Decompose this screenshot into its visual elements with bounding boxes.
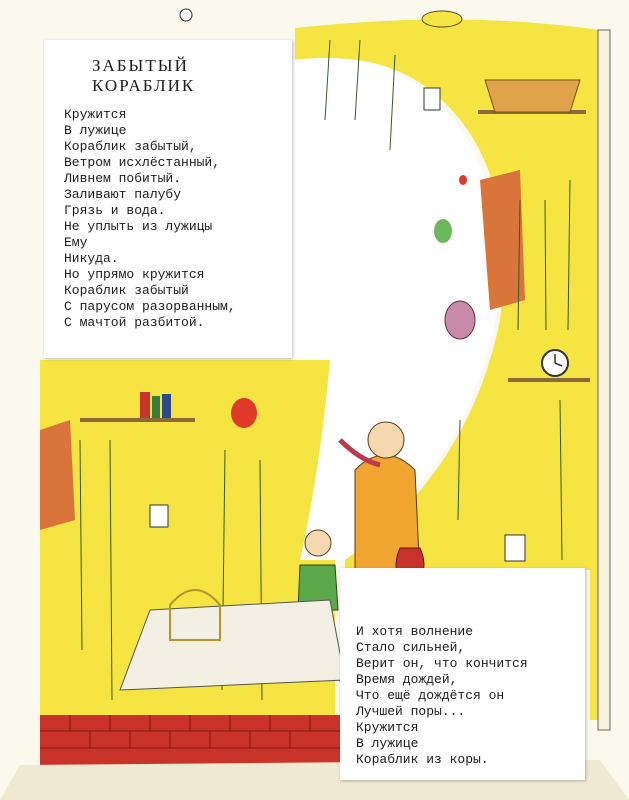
bowl-ornament xyxy=(421,10,463,28)
poem-line: В лужице xyxy=(64,123,127,138)
balloon-red xyxy=(231,398,257,428)
poem-line: Что ещё дождётся он xyxy=(356,688,505,703)
sky-window xyxy=(292,58,499,560)
poem-line: Кружится xyxy=(356,720,419,735)
birdcage-icon xyxy=(169,589,221,641)
poem-stanza-bottom: И хотя волнение Стало сильней, Верит он,… xyxy=(356,624,528,768)
poem-line: Никуда. xyxy=(64,251,119,266)
poem-line: Кораблик забытый, xyxy=(64,139,197,154)
poem-line: Но упрямо кружится xyxy=(64,267,205,282)
brick-patch-left xyxy=(40,420,75,530)
shelf-books xyxy=(80,418,195,422)
poem-line: И хотя волнение xyxy=(356,624,474,639)
table xyxy=(119,599,346,691)
basket-icon xyxy=(484,79,581,113)
poem-line: Кораблик забытый xyxy=(64,283,189,298)
poem-line: Ему xyxy=(64,235,88,250)
poem-scroll-top: ЗАБЫТЫЙ КОРАБЛИК Кружится В лужице Кораб… xyxy=(44,40,292,358)
picture-frame-icon xyxy=(423,87,441,111)
brick-patch-right xyxy=(480,170,525,310)
poem-stanza-top: Кружится В лужице Кораблик забытый, Ветр… xyxy=(64,107,236,331)
shelf-clock xyxy=(508,378,590,382)
poem-line: Ветром исхлёстанный, xyxy=(64,155,221,170)
poem-line: Кораблик из коры. xyxy=(356,752,489,767)
boy-small-head xyxy=(304,529,332,557)
poem-title-line-1: ЗАБЫТЫЙ xyxy=(92,56,189,75)
poem-line: Верит он, что кончится xyxy=(356,656,528,671)
drain-pipe xyxy=(597,29,611,731)
poem-line: Не уплыть из лужицы xyxy=(64,219,213,234)
balloon-small-red xyxy=(459,175,467,185)
balloon-purple xyxy=(444,300,476,340)
balloon-icon xyxy=(434,219,452,243)
poem-title: ЗАБЫТЫЙ КОРАБЛИК xyxy=(92,56,195,96)
poem-line: Кружится xyxy=(64,107,127,122)
poem-line: Время дождей, xyxy=(356,672,458,687)
poem-line: Стало сильней, xyxy=(356,640,466,655)
poem-scroll-bottom: И хотя волнение Стало сильней, Верит он,… xyxy=(340,568,585,780)
poem-line: Грязь и вода. xyxy=(64,203,166,218)
boy-large-head xyxy=(367,421,405,459)
boy-small xyxy=(297,564,339,611)
poem-line: Лучшей поры... xyxy=(356,704,466,719)
poem-line: С парусом разорванным, xyxy=(64,299,236,314)
book-icon xyxy=(140,392,150,418)
poem-line: Заливают палубу xyxy=(64,187,182,202)
poem-line: С мачтой разбитой. xyxy=(64,315,205,330)
poem-line: В лужице xyxy=(356,736,419,751)
poem-title-line-2: КОРАБЛИК xyxy=(92,76,196,95)
poem-line: Ливнем побитый. xyxy=(64,171,182,186)
